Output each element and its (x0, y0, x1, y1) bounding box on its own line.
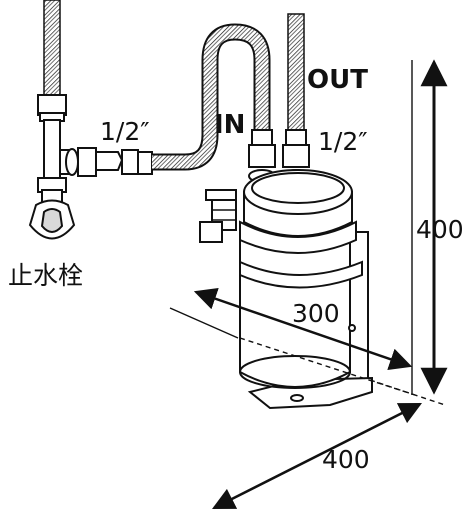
inlet-size-label: 1/2″ (100, 117, 150, 146)
outlet-size-label: 1/2″ (318, 127, 368, 156)
depth-arrow (193, 287, 413, 371)
stop-valve-label: 止水栓 (8, 261, 83, 290)
outlet-hose (287, 13, 305, 135)
inlet-fitting (77, 147, 153, 177)
width-arrow (211, 402, 423, 510)
height-dimension: 400 (416, 215, 464, 244)
out-label: OUT (307, 65, 368, 95)
width-dimension: 400 (322, 445, 370, 474)
depth-dimension: 300 (292, 299, 340, 328)
supply-hose (43, 0, 61, 97)
inlet-hose (152, 23, 271, 171)
stop-valve (28, 94, 79, 240)
in-label: IN (214, 110, 245, 140)
